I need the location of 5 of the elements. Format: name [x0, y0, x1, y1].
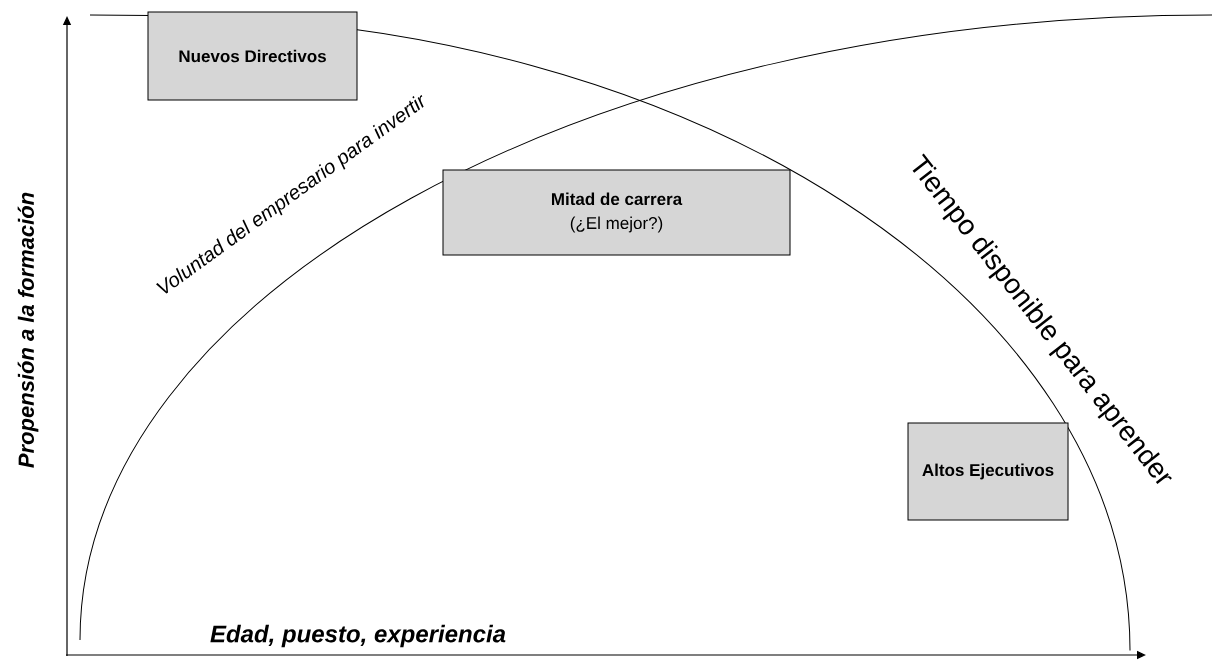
- axis-label: Edad, puesto, experiencia: [210, 624, 506, 648]
- axis-label: Propensión a la formación: [17, 192, 39, 468]
- stage-box: Mitad de carrera (¿El mejor?): [442, 169, 791, 256]
- stage-box: Nuevos Directivos: [147, 11, 358, 101]
- stage-box: Altos Ejecutivos: [907, 422, 1069, 521]
